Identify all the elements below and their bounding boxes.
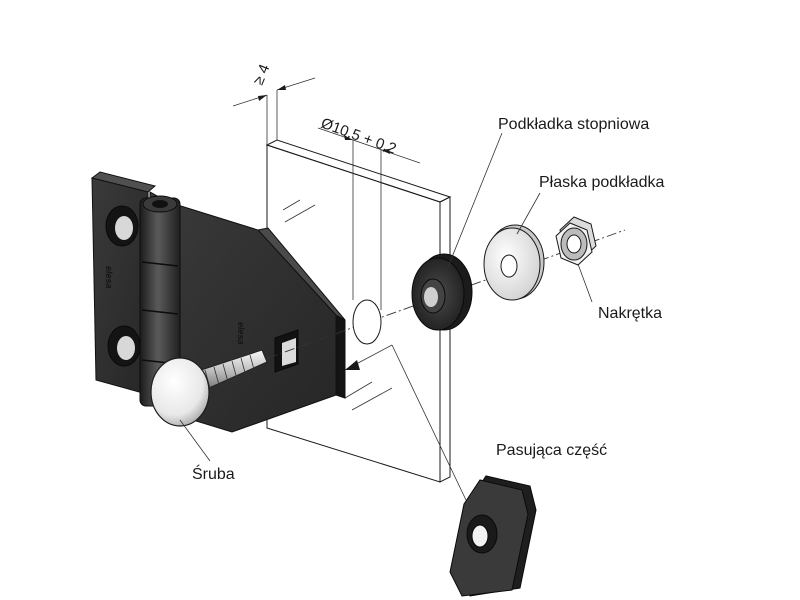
- callout-leaders: [179, 132, 593, 462]
- dim-min-thickness: ≥ 4: [250, 62, 274, 88]
- mating-part: [344, 344, 537, 597]
- label-mating-part: Pasująca część: [496, 442, 607, 459]
- dimension-hole: Ø10,5 + 0,2: [317, 115, 421, 310]
- mating-arrow: [345, 360, 360, 370]
- label-stepped-washer: Podkładka stopniowa: [498, 116, 649, 133]
- nut: [555, 216, 597, 266]
- label-nut: Nakrętka: [598, 305, 662, 322]
- dimension-thickness: ≥ 4: [232, 62, 316, 145]
- hinge: elesa elesa: [90, 171, 346, 433]
- flat-washer: [483, 224, 545, 301]
- label-flat-washer: Płaska podkładka: [539, 174, 665, 191]
- logo-side: elesa: [104, 266, 114, 289]
- screw: [150, 349, 268, 427]
- logo-main: elesa: [236, 322, 246, 345]
- panel-hole: [352, 299, 382, 345]
- stepped-washer: [411, 253, 473, 331]
- label-screw: Śruba: [192, 464, 235, 483]
- dim-hole-diameter: Ø10,5 + 0,2: [319, 115, 399, 158]
